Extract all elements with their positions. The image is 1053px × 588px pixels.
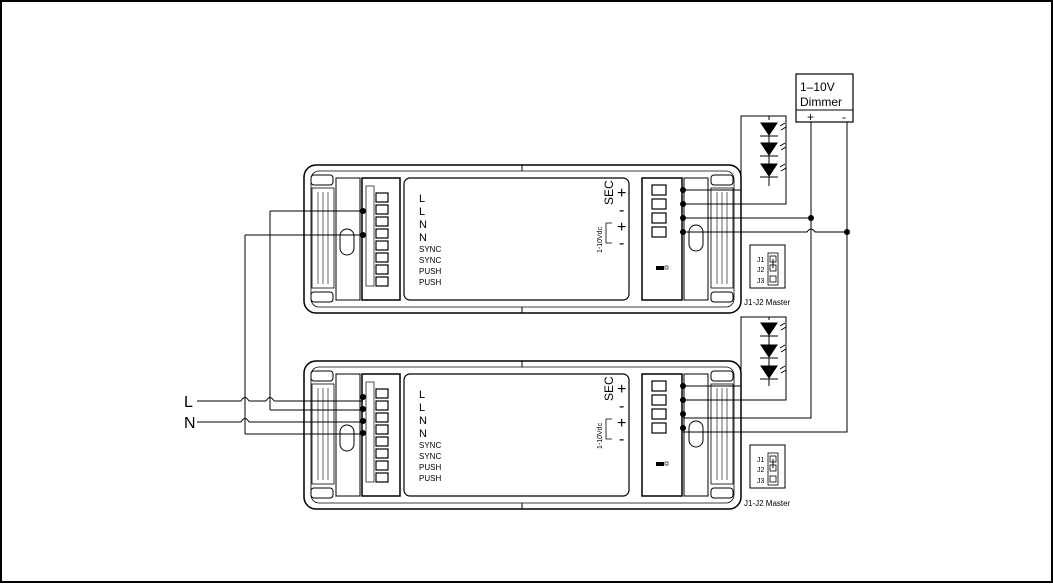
junction-dots (808, 215, 850, 235)
input-label-push2: PUSH (419, 278, 441, 287)
input-label-l2: L (419, 206, 425, 218)
dimmer-plus: + (807, 110, 814, 124)
input-label-l1: L (419, 193, 425, 205)
jumper-caption: J1-J2 Master (744, 499, 791, 508)
input-label-sync1: SYNC (419, 245, 441, 254)
output-terminal-block (641, 177, 683, 301)
sec-plus: + (617, 185, 626, 202)
input-label-sync2: SYNC (419, 256, 441, 265)
input-label-n1: N (419, 415, 427, 427)
sec-minus: - (619, 202, 624, 219)
input-label-n2: N (419, 428, 427, 440)
mount-slot (688, 420, 704, 448)
jumper-pin-j2: J2 (757, 267, 765, 274)
dim-label: 1-10Vdc (597, 226, 604, 253)
sec-label: SEC (602, 180, 616, 205)
dim-minus: - (619, 431, 624, 448)
jumper-pin-j1: J1 (757, 257, 765, 264)
jumper-caption: J1-J2 Master (744, 298, 791, 307)
jumper-pin-j3: J3 (757, 478, 765, 485)
jumper-2: J1 J2 J3 J1-J2 Master (744, 444, 791, 508)
dimmer-box: 1–10V Dimmer + - (795, 73, 854, 124)
led-string-1 (683, 115, 787, 205)
input-label-n1: N (419, 219, 427, 231)
dim-plus: + (617, 415, 626, 432)
led-string-2 (683, 316, 787, 401)
input-label-sync2: SYNC (419, 452, 441, 461)
mount-slot (688, 224, 704, 252)
dimmer-title: 1–10V (800, 80, 835, 94)
dim-label: 1-10Vdc (597, 422, 604, 449)
mount-slot (339, 228, 355, 256)
label-panel (403, 373, 630, 497)
output-terminal-block (641, 373, 683, 497)
jumper-pin-j1: J1 (757, 457, 765, 464)
dim-minus: - (619, 235, 624, 252)
sec-plus: + (617, 381, 626, 398)
input-label-n2: N (419, 232, 427, 244)
input-label-l2: L (419, 402, 425, 414)
driver-1: L L N N SYNC SYNC PUSH PUSH SEC + - + - … (303, 164, 742, 314)
input-label-sync1: SYNC (419, 441, 441, 450)
jumper-1: J1 J2 J3 J1-J2 Master (744, 244, 791, 307)
dim-plus: + (617, 219, 626, 236)
input-label-push1: PUSH (419, 463, 441, 472)
label-panel (403, 177, 630, 301)
mount-slot (339, 424, 355, 452)
mains-l-label: L (184, 394, 193, 411)
sec-label: SEC (602, 376, 616, 401)
led-icon (760, 122, 787, 186)
dimmer-subtitle: Dimmer (800, 95, 842, 109)
input-label-push2: PUSH (419, 474, 441, 483)
driver-2: L L N N SYNC SYNC PUSH PUSH SEC + - + - … (303, 360, 742, 510)
jumper-pin-j2: J2 (757, 467, 765, 474)
jumper-pin-j3: J3 (757, 278, 765, 285)
mains-wiring (197, 210, 363, 435)
led-icon (760, 322, 787, 386)
dimmer-minus: - (842, 110, 846, 124)
mains-n-label: N (184, 415, 196, 432)
sec-minus: - (619, 398, 624, 415)
input-label-l1: L (419, 389, 425, 401)
input-label-push1: PUSH (419, 267, 441, 276)
